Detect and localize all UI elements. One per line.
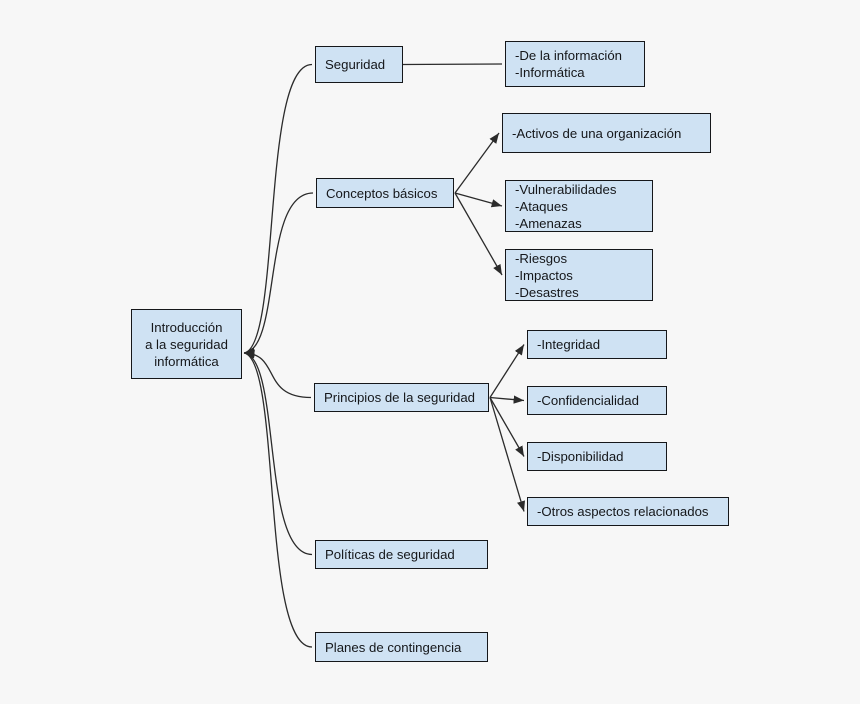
edge-conceptos-riesgos bbox=[454, 192, 503, 276]
node-label: -Amenazas bbox=[515, 215, 582, 231]
node-label: -Informática bbox=[515, 65, 585, 80]
node-label: -Ataques bbox=[515, 198, 568, 214]
node-label: a la seguridad bbox=[145, 336, 228, 352]
node-label: -Riesgos bbox=[515, 250, 568, 266]
node-label: Conceptos básicos bbox=[326, 185, 438, 201]
node-planes[interactable]: Planes de contingencia bbox=[315, 632, 488, 662]
node-label: -Otros aspectos relacionados bbox=[537, 504, 709, 519]
node-label: -Vulnerabilidades bbox=[515, 181, 617, 197]
edge-root-planes bbox=[243, 350, 313, 648]
edge-conceptos-activos bbox=[454, 132, 500, 194]
node-label: Principios de la seguridad bbox=[324, 390, 476, 405]
node-disponibilidad[interactable]: -Disponibilidad bbox=[527, 442, 667, 471]
edge-root-politicas bbox=[243, 350, 313, 556]
node-label: Planes de contingencia bbox=[325, 639, 462, 655]
edge-root-conceptos bbox=[243, 192, 314, 357]
edge-principios-otros bbox=[489, 397, 526, 512]
node-label: Seguridad bbox=[325, 57, 386, 72]
node-seguridad-detalle[interactable]: -De la información -Informática bbox=[505, 41, 645, 87]
node-label: -Integridad bbox=[537, 337, 601, 352]
node-label: -De la información bbox=[515, 48, 623, 63]
node-label: -Disponibilidad bbox=[537, 449, 624, 464]
edge-principios-confidencialidad bbox=[489, 395, 525, 404]
node-label: -Impactos bbox=[515, 267, 573, 283]
edge-root-seguridad bbox=[243, 63, 313, 356]
node-confidencialidad[interactable]: -Confidencialidad bbox=[527, 386, 667, 415]
node-vulnerabilidades[interactable]: -Vulnerabilidades-Ataques-Amenazas bbox=[505, 180, 653, 232]
edge-conceptos-vulnerabilidades bbox=[454, 192, 503, 208]
node-label: Introducción bbox=[150, 319, 223, 335]
node-activos[interactable]: -Activos de una organización bbox=[502, 113, 711, 153]
node-seguridad[interactable]: Seguridad bbox=[315, 46, 403, 83]
node-integridad[interactable]: -Integridad bbox=[527, 330, 667, 359]
node-principios[interactable]: Principios de la seguridad bbox=[314, 383, 489, 412]
node-riesgos[interactable]: -Riesgos-Impactos-Desastres bbox=[505, 249, 653, 301]
node-otros-aspectos[interactable]: -Otros aspectos relacionados bbox=[527, 497, 729, 526]
node-label: Políticas de seguridad bbox=[325, 547, 455, 562]
node-politicas[interactable]: Políticas de seguridad bbox=[315, 540, 488, 569]
node-label: informática bbox=[154, 353, 219, 369]
edge-seguridad-detalle bbox=[402, 63, 503, 66]
edge-principios-integridad bbox=[489, 344, 525, 398]
edges-group bbox=[243, 63, 526, 648]
node-conceptos-basicos[interactable]: Conceptos básicos bbox=[316, 178, 454, 208]
edge-principios-disponibilidad bbox=[489, 397, 525, 457]
node-label: -Activos de una organización bbox=[512, 125, 682, 141]
node-label: -Desastres bbox=[515, 284, 579, 300]
node-label: -Confidencialidad bbox=[537, 393, 639, 408]
